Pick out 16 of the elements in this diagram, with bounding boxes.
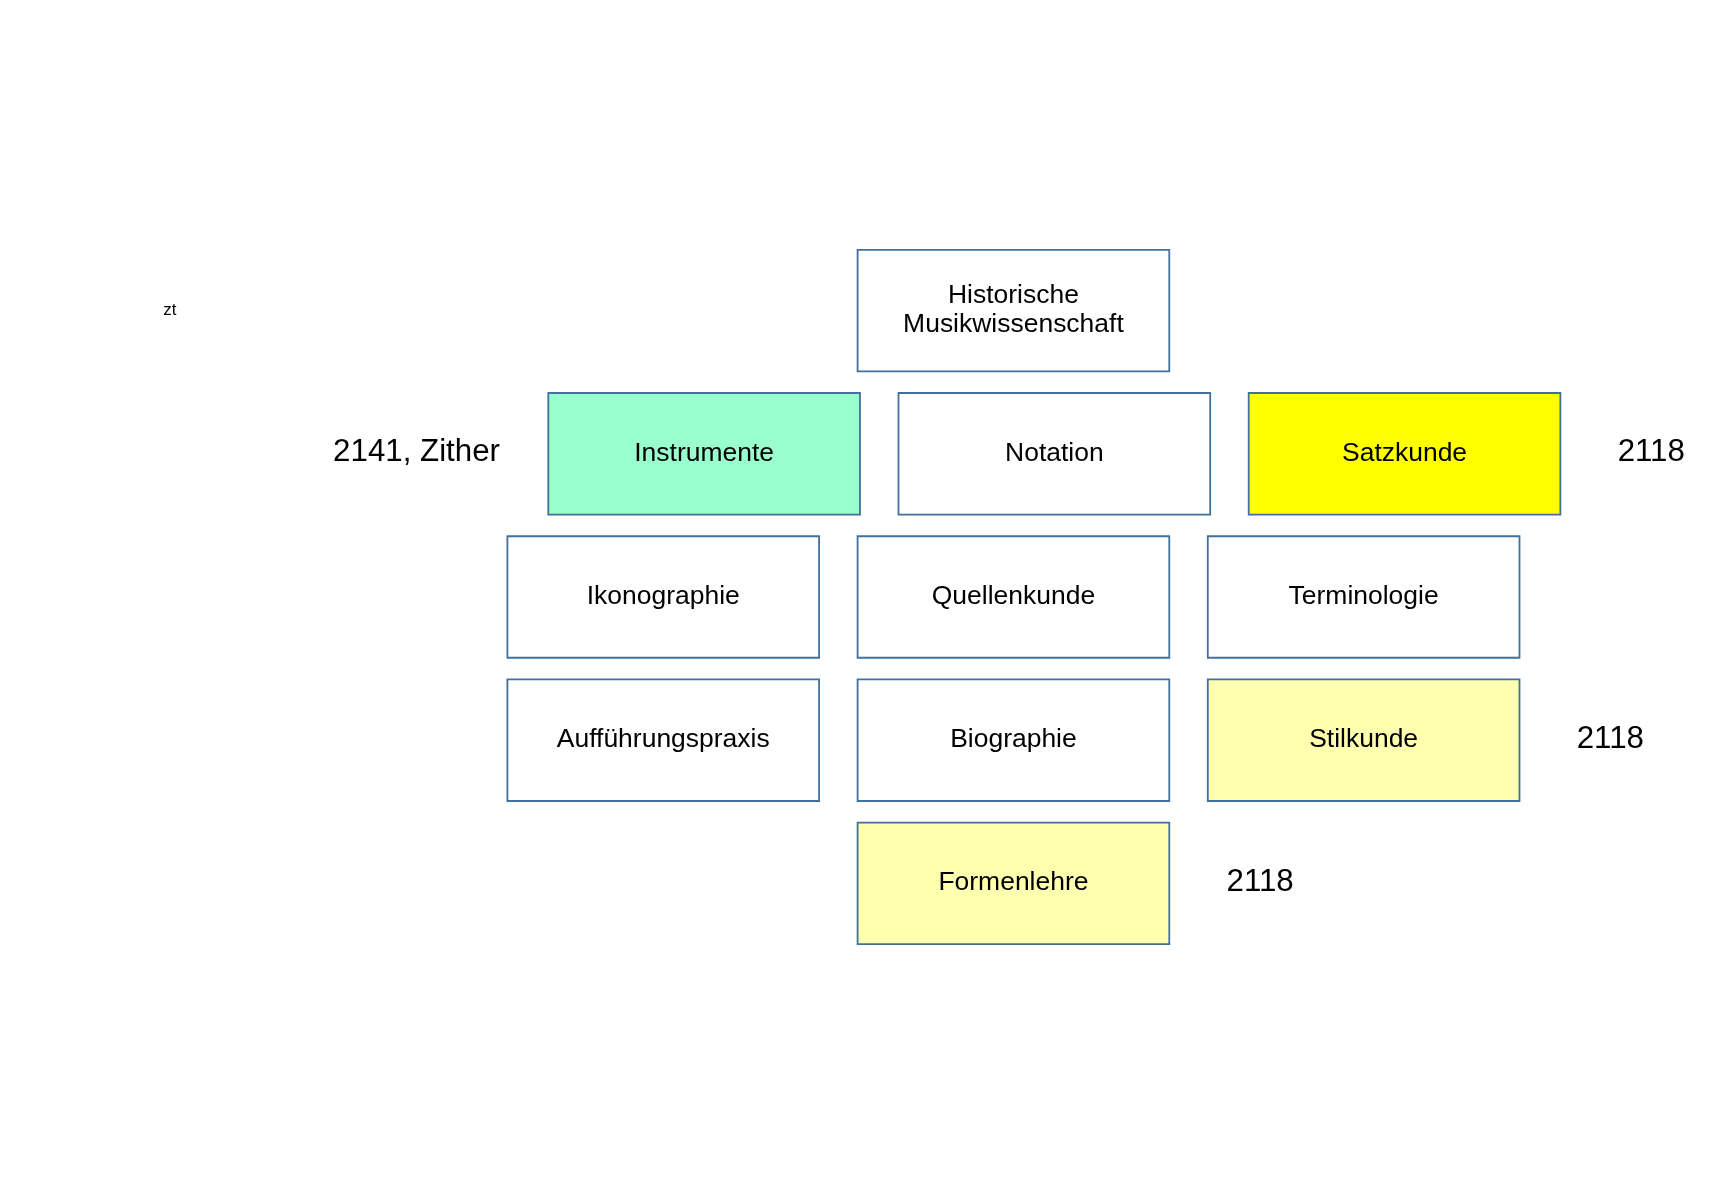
node-box: Formenlehre — [856, 821, 1171, 946]
node-label: 2118 — [1576, 719, 1644, 755]
node-box: Historische Musikwissenschaft — [856, 248, 1171, 373]
node-label: 2141, Zither — [333, 433, 500, 469]
node-box: Quellenkunde — [856, 535, 1171, 659]
node-box: Instrumente — [547, 392, 861, 516]
node-label: 2118 — [1226, 863, 1294, 898]
node-box: Ikonographie — [506, 535, 820, 659]
node-box: Stilkunde — [1206, 678, 1521, 802]
label: zt — [163, 300, 177, 320]
node-box: Notation — [897, 392, 1212, 516]
node-box: Biographie — [856, 678, 1171, 802]
node-box: Satzkunde — [1247, 392, 1562, 516]
node-label: 2118 — [1617, 433, 1685, 469]
node-box: Terminologie — [1206, 535, 1521, 659]
node-box: Aufführungspraxis — [506, 678, 820, 802]
